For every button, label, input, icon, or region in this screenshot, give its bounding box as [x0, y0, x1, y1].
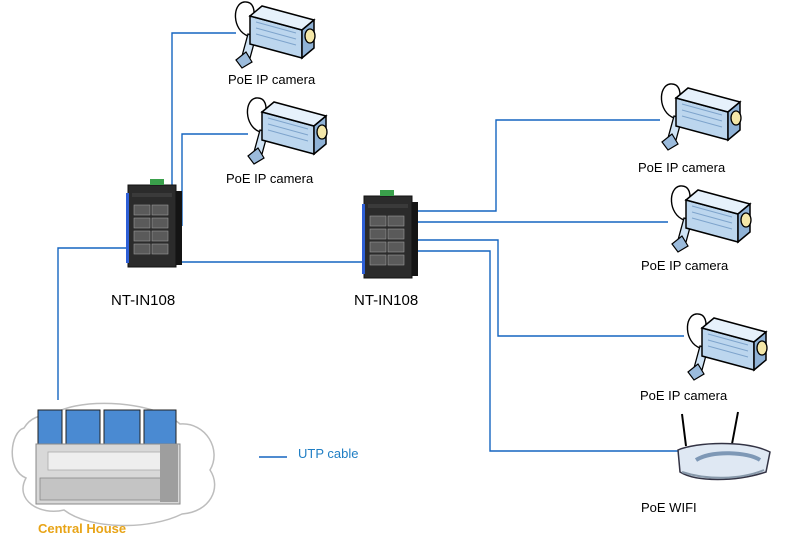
legend-label: UTP cable [298, 446, 359, 461]
camera-4-label: PoE IP camera [641, 258, 729, 273]
switch-2 [361, 190, 419, 279]
cable-central-house-to-sw1 [57, 247, 128, 400]
cable-sw1-to-camera-1 [171, 32, 236, 192]
camera-5-label: PoE IP camera [640, 388, 728, 403]
cable-sw2-to-wifi [412, 250, 680, 452]
camera-icon-3 [660, 83, 742, 151]
switch-2-label: NT-IN108 [354, 292, 419, 309]
switch-1-label: NT-IN108 [111, 292, 176, 309]
camera-icon-5 [686, 313, 768, 381]
camera-2-label: PoE IP camera [226, 171, 314, 186]
wifi-router-icon [677, 411, 771, 481]
camera-icon-2 [246, 97, 328, 165]
camera-icon-4 [670, 185, 752, 253]
switch-1 [125, 179, 183, 268]
central-house-icon [11, 402, 216, 527]
wifi-label: PoE WIFI [641, 500, 697, 515]
cable-sw2-to-camera-3 [412, 119, 660, 212]
camera-1-label: PoE IP camera [228, 72, 316, 87]
central-house-label: Central House [38, 521, 127, 536]
camera-3-label: PoE IP camera [638, 160, 726, 175]
cable-sw2-to-camera-5 [412, 239, 684, 337]
camera-icon-1 [234, 1, 316, 69]
